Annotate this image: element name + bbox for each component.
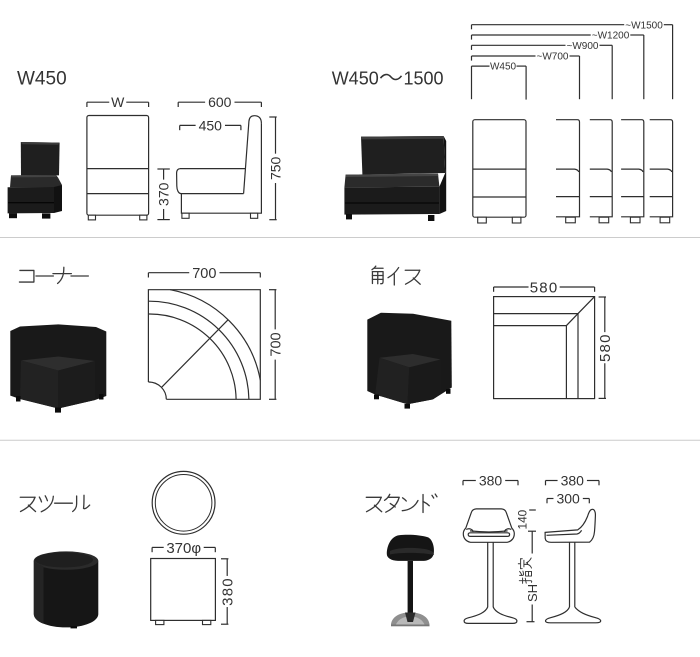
svg-text:~W1200: ~W1200: [592, 31, 630, 42]
svg-text:W: W: [111, 94, 125, 110]
svg-text:380: 380: [479, 473, 503, 489]
svg-text:370: 370: [156, 182, 172, 206]
svg-text:380: 380: [220, 577, 237, 606]
svg-text:700: 700: [268, 332, 284, 356]
svg-text:SH: SH: [525, 584, 540, 602]
svg-text:600: 600: [208, 94, 232, 110]
svg-text:~W900: ~W900: [567, 41, 599, 52]
svg-text:140: 140: [516, 509, 530, 529]
svg-text:580: 580: [597, 333, 614, 362]
svg-text:W450: W450: [490, 62, 517, 73]
svg-text:W450: W450: [332, 69, 379, 89]
svg-text:300: 300: [556, 491, 580, 507]
svg-text:~W700: ~W700: [537, 52, 569, 63]
svg-text:700: 700: [192, 266, 216, 282]
svg-text:370φ: 370φ: [166, 540, 201, 557]
svg-text:580: 580: [530, 279, 559, 296]
svg-text:750: 750: [268, 156, 284, 180]
svg-text:W450: W450: [17, 69, 67, 90]
svg-text:~W1500: ~W1500: [625, 20, 663, 31]
svg-text:1500: 1500: [404, 69, 444, 89]
svg-text:380: 380: [561, 473, 585, 489]
svg-text:450: 450: [199, 117, 223, 133]
